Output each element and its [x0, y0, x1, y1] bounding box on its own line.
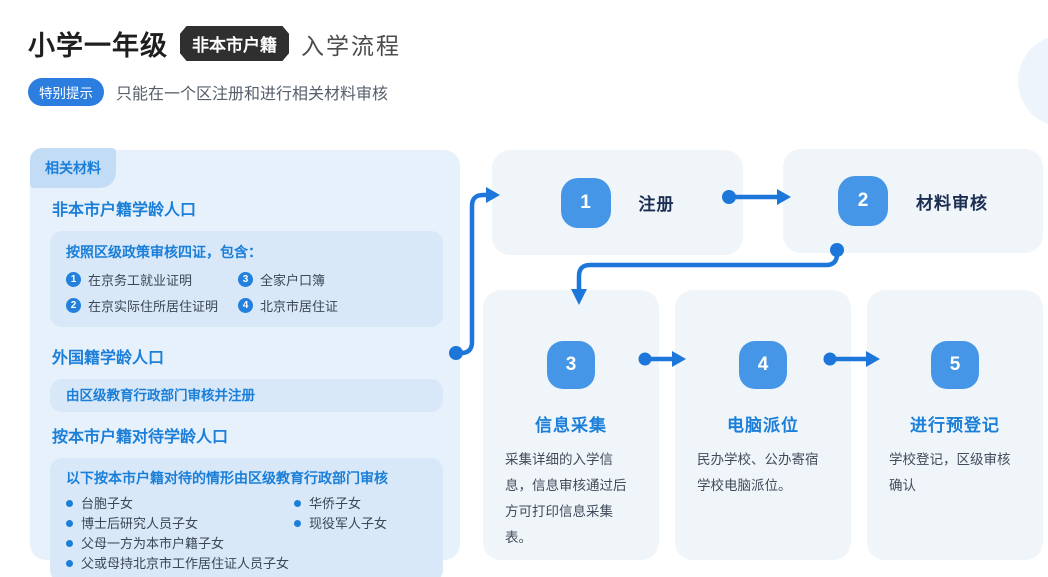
treated-as-local-title: 以下按本市户籍对待的情形由区级教育行政部门审核	[66, 470, 388, 486]
bullet-text: 父或母持北京市工作居住证人员子女	[81, 556, 290, 571]
step-4-label: 电脑派位	[727, 416, 799, 435]
special-tip: 特别提示 只能在一个区注册和进行相关材料审核	[28, 78, 388, 106]
number-4-icon: 4	[238, 298, 253, 313]
step-4-description: 民办学校、公办寄宿学校电脑派位。	[697, 452, 819, 493]
page-title: 小学一年级 非本市户籍 入学流程	[28, 24, 401, 63]
step-2-badge: 2	[838, 176, 888, 226]
flow-step-5-card: 5 进行预登记 学校登记，区级审核确认	[867, 290, 1043, 560]
section-heading-treated-as-local: 按本市户籍对待学龄人口	[52, 429, 229, 446]
bullet-text: 台胞子女	[81, 496, 134, 511]
materials-panel-body: 非本市户籍学龄人口 按照区级政策审核四证，包含： 1 在京务工就业证明 2 在京…	[30, 150, 460, 577]
cert-text: 北京市居住证	[260, 299, 339, 314]
bullet-column-right: 华侨子女 现役军人子女	[294, 494, 387, 574]
bullet-column-left: 台胞子女 博士后研究人员子女 父母一方为本市户籍子女 父或母持北京市工作居住证人…	[66, 494, 294, 574]
bullet-icon	[294, 500, 301, 507]
decorative-circle	[1018, 35, 1048, 127]
flow-step-3-card: 3 信息采集 采集详细的入学信息，信息审核通过后方可打印信息采集表。	[483, 290, 659, 560]
flow-step-1-content: 1 注册	[492, 150, 743, 255]
bullet-text: 博士后研究人员子女	[81, 516, 199, 531]
bullet-text: 现役军人子女	[309, 516, 388, 531]
materials-panel-tab: 相关材料	[30, 148, 116, 188]
step-5-description: 学校登记，区级审核确认	[889, 452, 1011, 493]
step-1-badge: 1	[560, 177, 611, 228]
tip-badge: 特别提示	[28, 78, 104, 106]
flow-step-2-card: 2 材料审核	[783, 149, 1043, 253]
foreign-card: 由区级教育行政部门审核并注册	[50, 379, 443, 412]
flow-step-4-card: 4 电脑派位 民办学校、公办寄宿学校电脑派位。	[675, 290, 851, 560]
list-item: 华侨子女	[294, 494, 387, 513]
step-3-badge: 3	[547, 341, 595, 389]
bullet-icon	[66, 560, 73, 567]
bullet-icon	[66, 520, 73, 527]
step-5-badge: 5	[931, 341, 979, 389]
step-3-description: 采集详细的入学信息，信息审核通过后方可打印信息采集表。	[505, 452, 627, 545]
section-heading-non-local: 非本市户籍学龄人口	[52, 202, 197, 219]
bullet-text: 华侨子女	[309, 496, 362, 511]
list-item: 2 在京实际住所居住证明	[66, 296, 238, 315]
list-item: 父母一方为本市户籍子女	[66, 534, 294, 553]
list-item: 3 全家户口簿	[238, 270, 427, 289]
section-heading-foreign: 外国籍学龄人口	[52, 350, 165, 367]
step-4-badge: 4	[739, 341, 787, 389]
bullet-text: 父母一方为本市户籍子女	[81, 536, 225, 551]
treated-as-local-list: 台胞子女 博士后研究人员子女 父母一方为本市户籍子女 父或母持北京市工作居住证人…	[66, 494, 427, 574]
hukou-badge: 非本市户籍	[180, 26, 289, 61]
number-3-icon: 3	[238, 272, 253, 287]
list-item: 博士后研究人员子女	[66, 514, 294, 533]
step-3-label: 信息采集	[535, 416, 607, 435]
title-suffix: 入学流程	[301, 32, 401, 59]
certificates-list: 1 在京务工就业证明 2 在京实际住所居住证明 3 全家户口簿 4 北京市居住证	[66, 270, 427, 315]
step-5-label: 进行预登记	[910, 416, 1000, 435]
cert-text: 全家户口簿	[260, 273, 326, 288]
treated-as-local-card: 以下按本市户籍对待的情形由区级教育行政部门审核 台胞子女 博士后研究人员子女 父…	[50, 458, 443, 577]
flow-step-2-content: 2 材料审核	[783, 149, 1043, 253]
materials-panel: 相关材料 非本市户籍学龄人口 按照区级政策审核四证，包含： 1 在京务工就业证明…	[30, 148, 460, 577]
tip-text: 只能在一个区注册和进行相关材料审核	[116, 86, 389, 103]
step-1-label: 注册	[638, 195, 675, 214]
list-item: 4 北京市居住证	[238, 296, 427, 315]
number-1-icon: 1	[66, 272, 81, 287]
certificates-card-title: 按照区级政策审核四证，包含：	[66, 244, 262, 260]
cert-text: 在京务工就业证明	[88, 273, 193, 288]
list-item: 父或母持北京市工作居住证人员子女	[66, 554, 294, 573]
list-item: 1 在京务工就业证明	[66, 270, 238, 289]
foreign-card-text: 由区级教育行政部门审核并注册	[66, 388, 255, 403]
bullet-icon	[294, 520, 301, 527]
number-2-icon: 2	[66, 298, 81, 313]
bullet-icon	[66, 540, 73, 547]
list-item: 台胞子女	[66, 494, 294, 513]
cert-text: 在京实际住所居住证明	[88, 299, 219, 314]
title-grade: 小学一年级	[28, 31, 168, 61]
list-item: 现役军人子女	[294, 514, 387, 533]
step-2-label: 材料审核	[916, 193, 988, 213]
flow-step-1-card: 1 注册	[492, 150, 743, 255]
certificates-card: 按照区级政策审核四证，包含： 1 在京务工就业证明 2 在京实际住所居住证明 3…	[50, 231, 443, 327]
bullet-icon	[66, 500, 73, 507]
